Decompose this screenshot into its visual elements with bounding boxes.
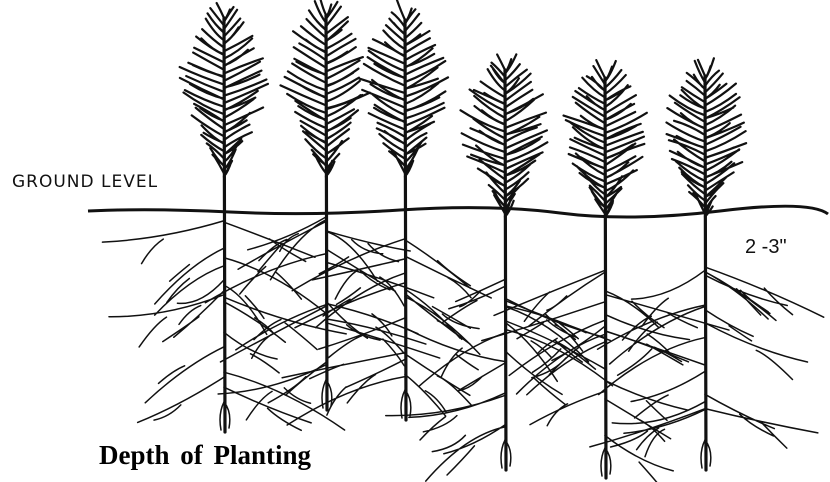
seedling-roots xyxy=(386,279,613,481)
seedling-stem xyxy=(505,70,506,470)
ground-level-label: GROUND LEVEL xyxy=(12,172,158,192)
caption-title: Depth of Planting xyxy=(99,440,311,471)
seedling-roots xyxy=(282,239,506,425)
seedling-stem xyxy=(605,78,606,478)
seedling-stem xyxy=(326,15,327,410)
depth-label: 2 -3" xyxy=(745,236,787,259)
seedlings xyxy=(102,0,823,482)
ground-line xyxy=(88,206,828,217)
seedling-6 xyxy=(590,58,824,470)
seedling-stem xyxy=(224,18,225,432)
